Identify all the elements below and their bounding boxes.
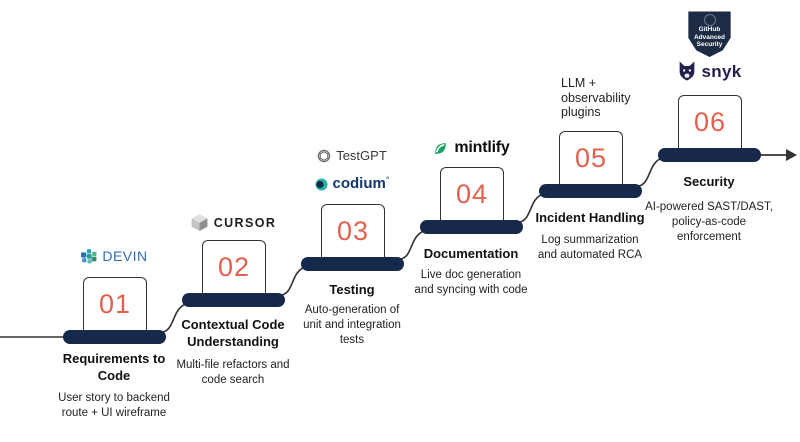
testgpt-wordmark: TestGPT [336, 148, 387, 163]
step-number-box-5: 05 [559, 131, 623, 188]
codium-trademark: ° [385, 175, 390, 185]
step-number: 06 [693, 106, 727, 137]
devin-wordmark: DEVIN [102, 247, 148, 264]
step-bar-4 [420, 220, 523, 234]
snyk-dog-icon [679, 61, 694, 81]
openai-knot-icon [317, 149, 331, 162]
connector-1-2 [162, 303, 187, 333]
devin-logo: DEVIN [34, 247, 194, 264]
flow-arrowhead-icon [786, 149, 797, 161]
step-bar-5 [539, 184, 642, 198]
step-number: 03 [336, 215, 370, 246]
testgpt-logo: TestGPT [272, 148, 432, 163]
step-title-6: Security [683, 174, 735, 189]
step-bar-1 [63, 330, 166, 344]
codium-wordmark: codium° [332, 175, 390, 192]
llm-observability-note: LLM + observability plugins [561, 76, 631, 119]
step-title-4: Documentation [423, 246, 519, 261]
step-number-box-6: 06 [678, 95, 742, 152]
step-number: 04 [455, 178, 489, 209]
devin-icon [81, 249, 97, 264]
snyk-logo: snyk [629, 61, 789, 82]
step-number: 01 [98, 288, 132, 319]
codium-logo: codium° [272, 175, 432, 193]
step-number: 02 [217, 251, 251, 282]
step-number-box-2: 02 [202, 240, 266, 297]
step-number-box-3: 03 [321, 204, 385, 261]
step-bar-2 [182, 293, 285, 307]
step-title-3: Testing [329, 282, 375, 297]
connector-3-4 [400, 230, 425, 260]
mintlify-leaf-icon [435, 142, 447, 154]
snyk-wordmark: snyk [701, 61, 742, 81]
step-number-box-1: 01 [83, 277, 147, 334]
cursor-icon [191, 214, 208, 231]
step-title-5: Incident Handling [535, 210, 645, 225]
codium-icon [315, 178, 328, 190]
step-number: 05 [574, 142, 608, 173]
mintlify-logo: mintlify [391, 139, 551, 157]
octocat-icon [703, 14, 716, 26]
cursor-wordmark: CURSOR [213, 215, 277, 230]
mintlify-wordmark: mintlify [454, 139, 510, 156]
step-bar-3 [301, 257, 404, 271]
step-number-box-4: 04 [440, 167, 504, 224]
cursor-logo: CURSOR [153, 213, 313, 232]
step-bar-6 [658, 148, 761, 162]
